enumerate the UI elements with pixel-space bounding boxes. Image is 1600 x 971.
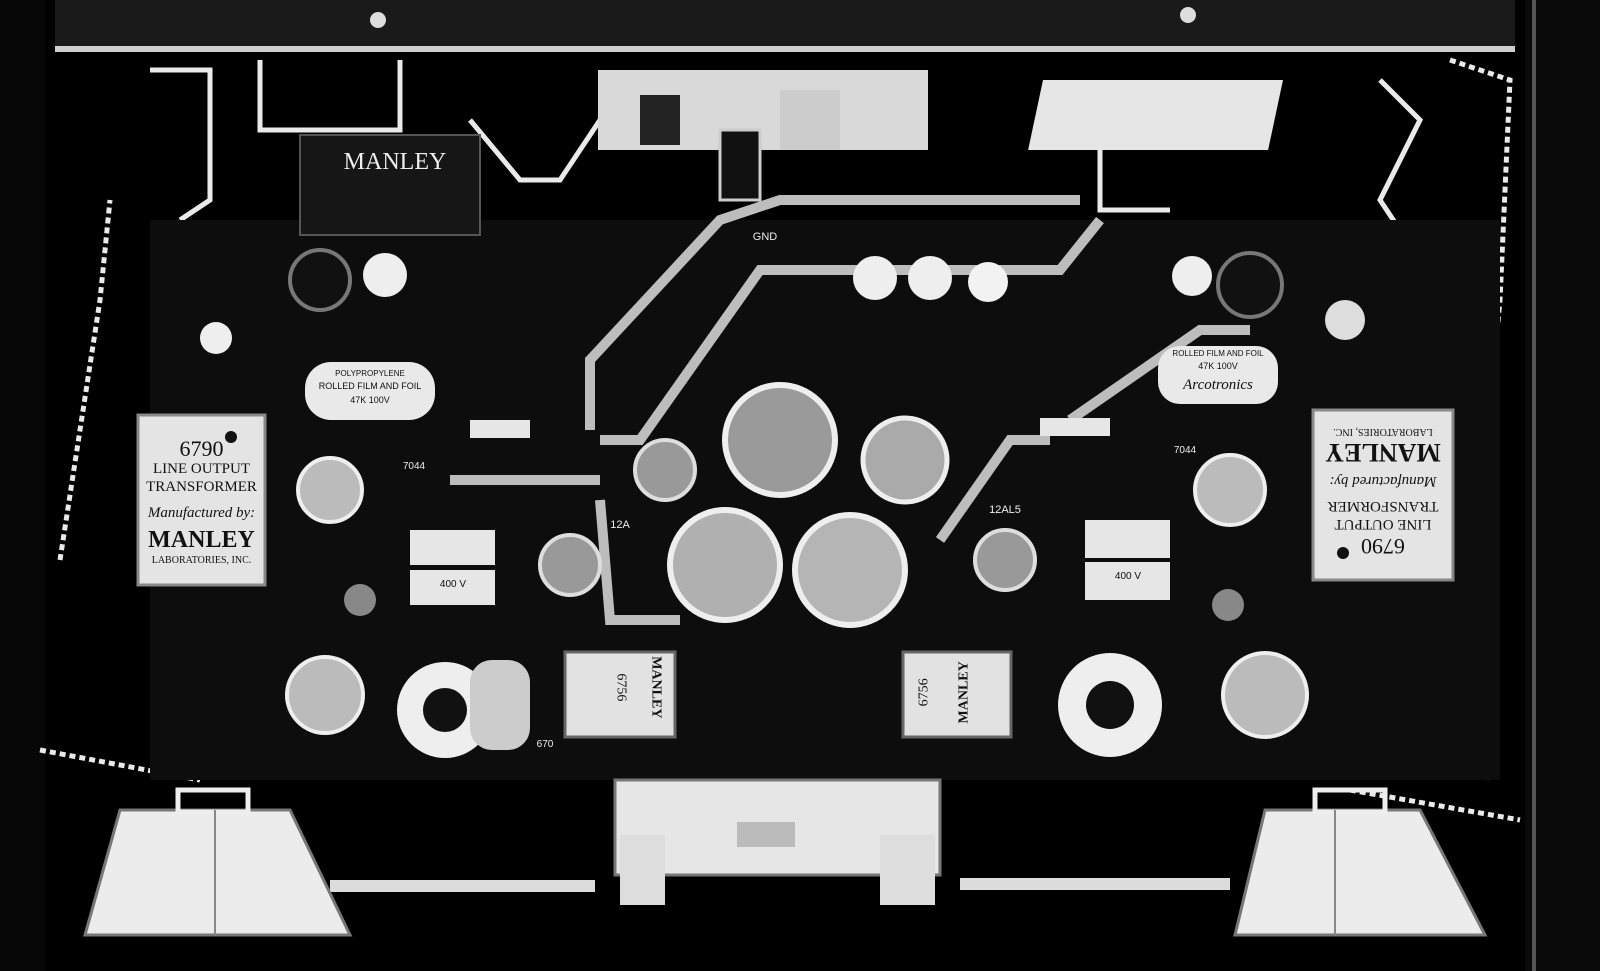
tube-label-left: 12A [610,519,630,531]
box-capacitors [410,418,1170,605]
side-panel [0,0,45,971]
code-label-left: 7044 [402,461,426,472]
small-transformer-left-model: 6756 [613,673,629,702]
bottom-pcb-right [960,878,1230,890]
main-filter-capacitors [633,382,950,628]
tube-sockets [285,453,1309,739]
small-transformer-right [901,650,1013,739]
top-right-pcb [1028,80,1283,150]
code-label-right: 7044 [1173,445,1197,456]
pcb-traces [450,195,1250,625]
top-chassis-rail [55,0,1515,52]
film-cap-right-script: Arcotronics [1183,377,1253,393]
power-transformer-brand: MANLEY [343,149,447,175]
small-transformer-right-model: 6756 [916,678,932,707]
right-transformer-line1: LINE OUTPUT [1334,516,1432,532]
side-panel [1525,0,1600,971]
film-cap-left-line3: 47K 100V [350,395,390,405]
film-cap-left-line1: POLYPROPYLENE [335,369,405,378]
film-capacitor-left [305,362,435,420]
output-transformer-right [1311,408,1455,582]
left-transformer-model: 6790 [179,436,224,461]
left-transformer-brand: MANLEY [148,527,255,553]
film-cap-right-line1: ROLLED FILM AND FOIL [1172,349,1264,358]
small-transformer-left [563,650,677,739]
box-cap-left-value: 400 V [439,579,467,590]
output-transformer-left [136,413,267,587]
right-transformer-mfg: Manufactured by: [1329,473,1437,489]
power-transformer [299,134,481,236]
left-transformer-sub: LABORATORIES, INC. [151,555,252,566]
toroid-inductors [397,653,1162,758]
box-cap-right-value: 400 V [1114,571,1142,582]
small-transformer-left-brand: MANLEY [648,656,664,719]
film-capacitor-right [1158,346,1278,404]
small-transformer-right-brand: MANLEY [956,661,972,724]
right-transformer-brand: MANLEY [1325,438,1441,467]
left-transformer-line1: LINE OUTPUT [152,461,251,477]
left-transformer-line2: TRANSFORMER [146,479,257,495]
screw-icon [1180,7,1196,23]
right-transformer-label: 6790 LINE OUTPUT TRANSFORMER Manufacture… [1315,412,1451,578]
right-transformer-model: 6790 [1361,534,1405,559]
bottom-pcb-left [330,880,595,892]
gnd-label: GND [752,231,778,243]
film-cap-right-line2: 47K 100V [1198,361,1238,371]
tube-label-right: 12AL5 [989,504,1021,516]
left-transformer-mfg: Manufactured by: [147,505,256,521]
right-transformer-sub: LABORATORIES, INC. [1333,426,1433,437]
small-670-label: 670 [536,739,554,750]
capacitors [200,248,1365,354]
screw-icon [370,12,386,28]
film-cap-left-line2: ROLLED FILM AND FOIL [318,381,422,391]
right-transformer-line2: TRANSFORMER [1327,498,1439,514]
